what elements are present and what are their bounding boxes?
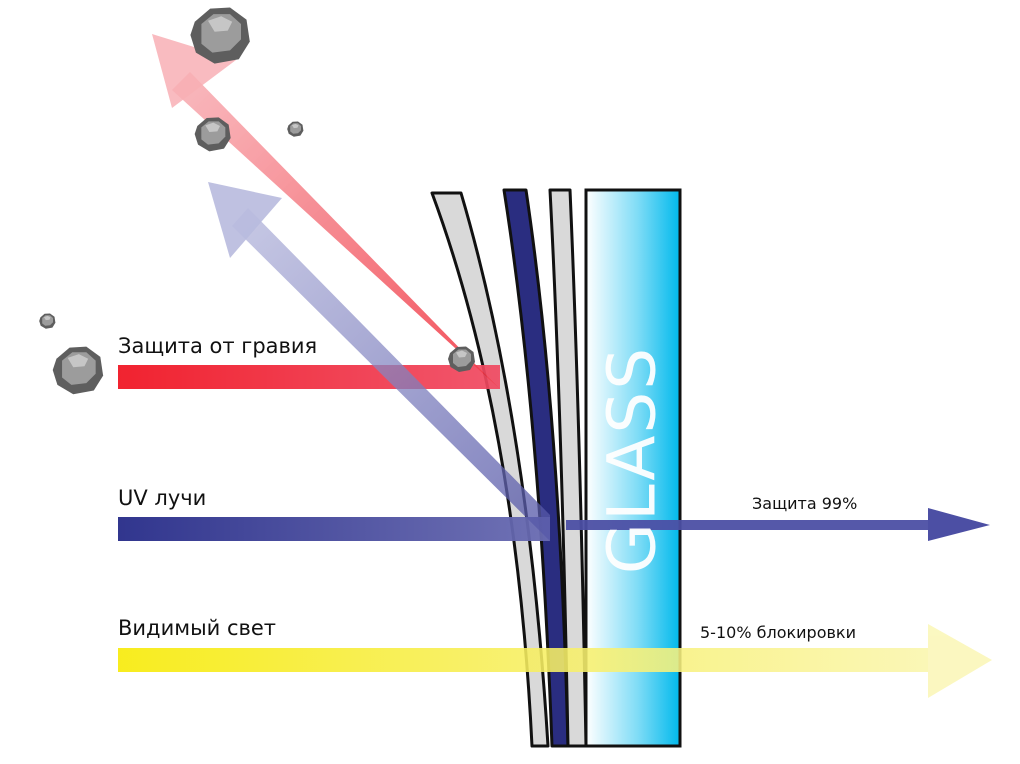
visible-light-beam xyxy=(118,624,992,698)
rock-icon xyxy=(287,121,304,137)
rock-icon xyxy=(52,346,104,395)
gravel-protection-label: Защита от гравия xyxy=(118,334,318,358)
uv-protection-percent-label: Защита 99% xyxy=(752,494,858,513)
visible-light-label: Видимый свет xyxy=(118,616,277,640)
glass-label: GLASS xyxy=(593,345,671,575)
film-inner-layer xyxy=(548,188,588,748)
rock-icon xyxy=(39,313,56,329)
rock-icon xyxy=(194,117,231,152)
film-outer-layer xyxy=(430,191,550,748)
uv-beam xyxy=(118,182,990,541)
uv-rays-label: UV лучи xyxy=(118,486,207,510)
visible-block-percent-label: 5-10% блокировки xyxy=(700,623,856,642)
gravel-beam xyxy=(118,34,500,389)
